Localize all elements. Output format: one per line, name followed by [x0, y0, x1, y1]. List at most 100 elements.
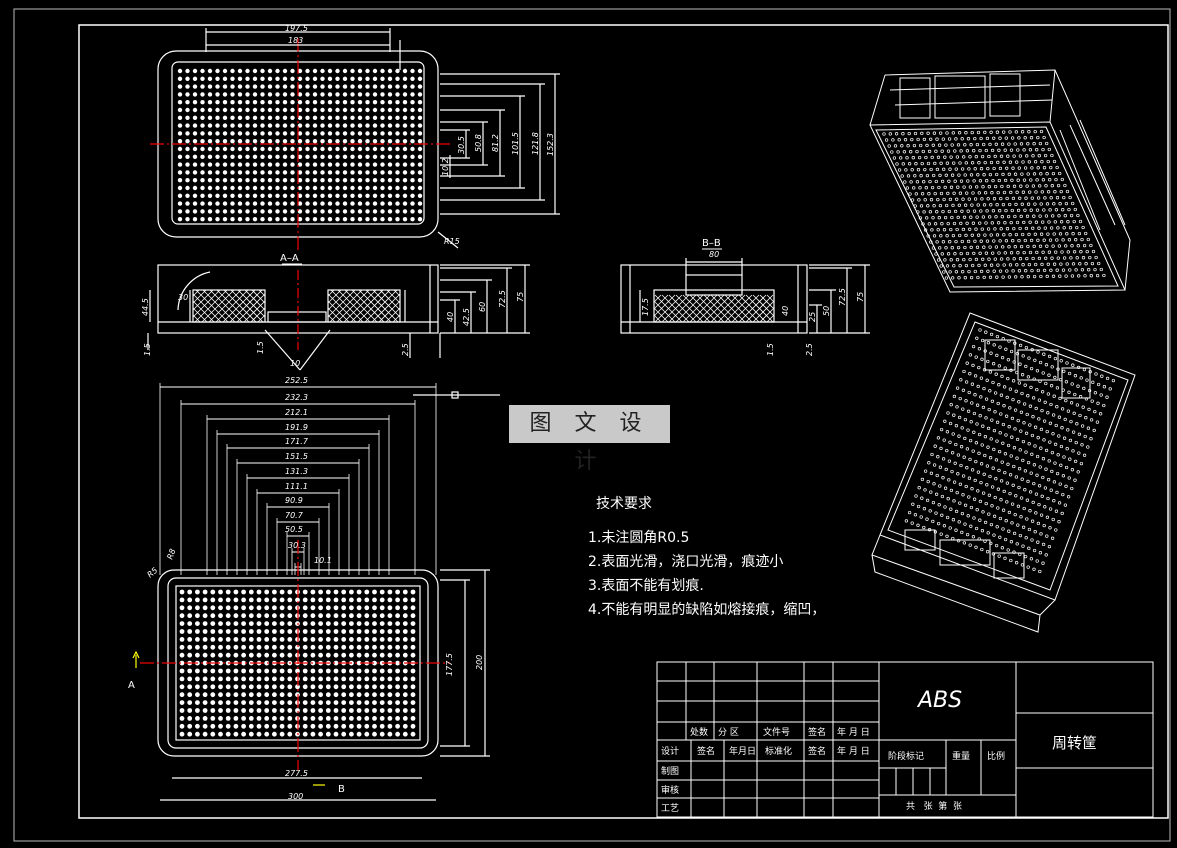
hole — [179, 731, 185, 737]
hole — [275, 100, 280, 105]
hole — [267, 201, 273, 206]
hole — [327, 131, 333, 136]
dim-label: 121.8 — [531, 132, 540, 155]
hole — [934, 149, 938, 153]
hole — [980, 154, 985, 159]
hole — [210, 723, 216, 729]
lattice-line — [752, 294, 775, 317]
lattice-line — [766, 314, 775, 323]
hole — [936, 521, 941, 526]
hole — [387, 154, 393, 159]
hole — [237, 84, 243, 89]
hole — [995, 172, 999, 177]
hole — [279, 684, 285, 690]
hole — [372, 605, 377, 611]
hole — [1069, 213, 1074, 218]
outer-frame — [13, 8, 1171, 842]
hole — [952, 161, 956, 165]
hole — [192, 76, 198, 82]
hole — [1001, 527, 1005, 531]
hole — [1045, 274, 1049, 279]
hole — [364, 621, 370, 626]
hole — [241, 652, 247, 658]
hole — [356, 621, 362, 626]
hole — [937, 503, 941, 507]
hole — [1102, 403, 1106, 408]
hole — [980, 338, 985, 343]
hole — [279, 692, 285, 698]
hole — [933, 530, 938, 534]
hole — [387, 613, 393, 619]
hole — [1035, 559, 1039, 563]
hole — [248, 723, 254, 729]
hole — [349, 723, 354, 729]
hole — [356, 605, 362, 611]
hole — [312, 154, 318, 159]
lattice-line — [653, 294, 662, 303]
hole — [1090, 261, 1095, 266]
hole — [1037, 484, 1042, 488]
hole — [916, 523, 920, 527]
hole — [1000, 142, 1005, 146]
hole — [1008, 387, 1013, 391]
hole — [192, 107, 198, 113]
hole — [325, 692, 331, 698]
hole — [225, 676, 231, 682]
hole — [1014, 389, 1018, 393]
hole — [341, 668, 347, 674]
hole — [177, 123, 183, 128]
section-a-marker: A — [128, 680, 135, 691]
hole — [1044, 467, 1048, 471]
hole — [1058, 377, 1063, 382]
hole — [951, 432, 955, 436]
hole — [310, 731, 316, 737]
hole — [1060, 426, 1064, 430]
hole — [1039, 129, 1044, 134]
hole — [372, 162, 378, 167]
hole — [985, 550, 990, 554]
hole — [402, 209, 408, 214]
hole — [185, 76, 190, 82]
hole — [940, 149, 944, 153]
hole — [935, 240, 939, 244]
lattice-line — [393, 289, 401, 297]
hole — [920, 131, 924, 136]
hole — [342, 115, 348, 121]
hole — [1022, 178, 1027, 182]
hole — [993, 391, 998, 395]
hole — [245, 100, 250, 105]
hole — [264, 684, 270, 690]
hole — [335, 84, 340, 89]
hole — [342, 139, 348, 144]
hole — [1071, 232, 1075, 236]
hole — [938, 465, 943, 469]
hole — [357, 193, 363, 198]
hole — [200, 107, 205, 113]
hole — [248, 629, 254, 634]
hole — [1062, 256, 1067, 260]
hole — [192, 162, 198, 167]
header-cell: 分 区 — [718, 727, 739, 738]
hole — [1001, 422, 1006, 427]
hole — [187, 668, 193, 674]
hole — [287, 605, 293, 611]
hole — [953, 179, 957, 183]
hole — [1088, 370, 1092, 374]
hole — [275, 107, 280, 113]
hole — [983, 263, 987, 267]
hole — [1087, 268, 1091, 272]
hole — [333, 731, 339, 737]
iso-upper-hole-grid — [882, 129, 1106, 280]
hole — [1025, 498, 1030, 502]
hole — [1053, 220, 1057, 224]
hole — [1022, 148, 1026, 152]
hole — [305, 107, 310, 113]
hole — [960, 426, 964, 430]
hole — [983, 520, 988, 525]
hole — [1005, 166, 1009, 170]
hole — [984, 221, 988, 225]
hole — [1019, 496, 1024, 500]
hole — [964, 380, 969, 384]
hole — [1086, 445, 1090, 449]
hole — [973, 136, 977, 141]
